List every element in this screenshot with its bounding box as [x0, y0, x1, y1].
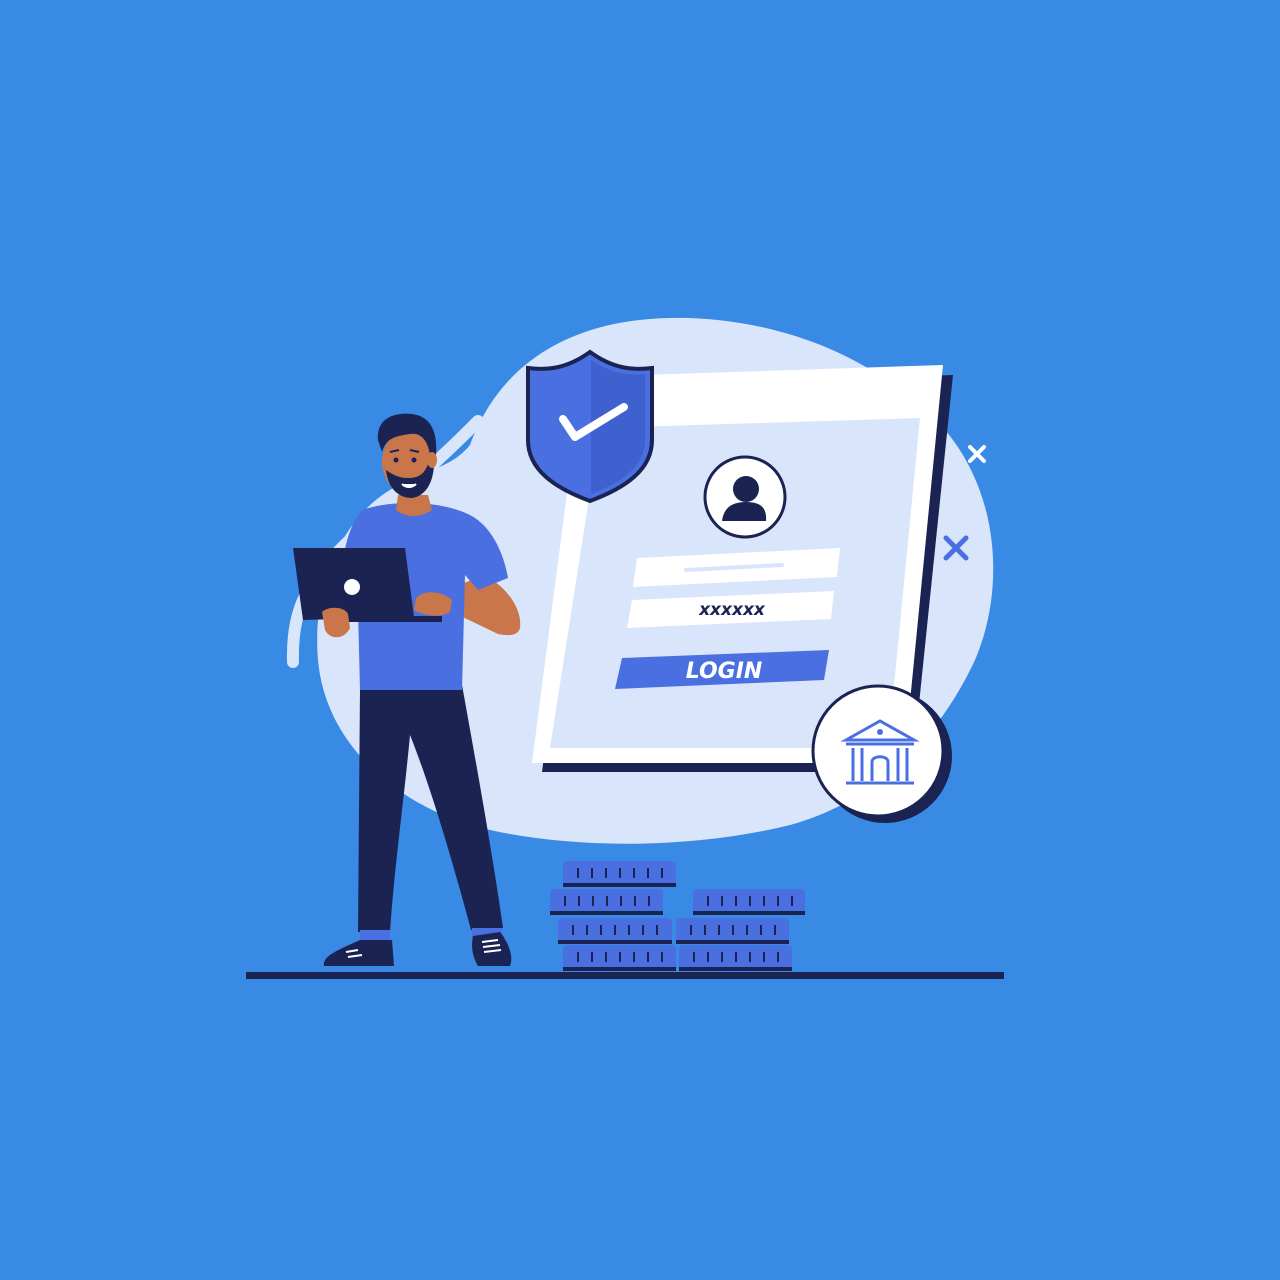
person-left-hand [322, 607, 350, 638]
close-icon [968, 445, 986, 463]
person-left-shoe [323, 940, 394, 966]
person [293, 413, 521, 966]
person-right-hand [414, 592, 452, 616]
ground-line [246, 972, 1004, 979]
login-button-label: LOGIN [686, 659, 763, 684]
username-field[interactable] [633, 548, 840, 587]
bank-badge [811, 684, 952, 823]
person-beard [386, 462, 434, 498]
password-field[interactable]: xxxxxx [627, 591, 834, 628]
shield-check-icon [526, 349, 654, 504]
user-icon [722, 476, 767, 521]
person-head [377, 413, 437, 498]
close-icon [943, 535, 969, 561]
avatar [703, 455, 787, 539]
person-legs [358, 685, 503, 932]
laptop [293, 548, 442, 622]
bank-icon [840, 719, 920, 785]
coin-stack-right [676, 889, 805, 971]
login-button[interactable]: LOGIN [615, 650, 829, 689]
password-value: xxxxxx [698, 600, 766, 620]
person-right-shoe [472, 932, 512, 966]
username-cursor-line [684, 563, 784, 572]
coin-stack-left [550, 861, 676, 971]
